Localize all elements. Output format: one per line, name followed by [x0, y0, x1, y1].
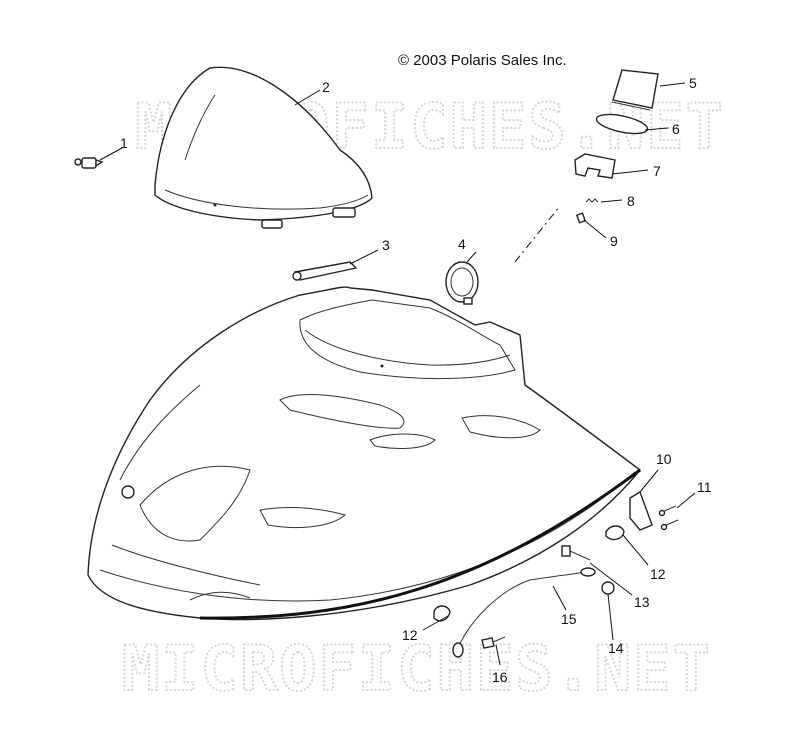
- callout-12-left: 12: [402, 627, 418, 643]
- tether-cable: [452, 567, 596, 658]
- cable-nut: [601, 581, 615, 595]
- spring: [585, 198, 599, 203]
- pin: [575, 212, 587, 224]
- callout-12-right: 12: [650, 566, 666, 582]
- callout-6: 6: [672, 121, 680, 137]
- callout-8: 8: [627, 193, 635, 209]
- callout-16: 16: [492, 669, 508, 685]
- callout-4: 4: [458, 236, 466, 252]
- copyright-notice: © 2003 Polaris Sales Inc.: [398, 52, 567, 69]
- callout-2: 2: [322, 79, 330, 95]
- latch-hook-right: [605, 525, 625, 541]
- callout-11: 11: [697, 479, 712, 495]
- callout-1: 1: [120, 135, 128, 151]
- callout-15: 15: [561, 611, 577, 627]
- windshield: [154, 66, 373, 229]
- callout-3: 3: [382, 237, 390, 253]
- callout-14: 14: [608, 640, 624, 656]
- callout-13: 13: [634, 594, 650, 610]
- latch-screw: [658, 505, 679, 531]
- fastener-bolt: [74, 157, 104, 169]
- hood: [87, 286, 641, 621]
- latch-hook-left: [433, 605, 451, 622]
- hood-latch-bracket: [629, 490, 653, 531]
- cable-bolt: [561, 545, 591, 561]
- gauge-ring: [445, 261, 479, 305]
- callout-10: 10: [656, 451, 672, 467]
- rivet: [481, 636, 506, 649]
- callout-7: 7: [653, 163, 661, 179]
- retaining-strap: [292, 261, 358, 281]
- assembly-line: [514, 205, 561, 263]
- console-cover: [611, 69, 659, 111]
- callout-9: 9: [610, 233, 618, 249]
- watermark-bottom: MICROFICHES.NET: [122, 632, 712, 705]
- console-bracket: [574, 153, 616, 179]
- callout-5: 5: [689, 75, 697, 91]
